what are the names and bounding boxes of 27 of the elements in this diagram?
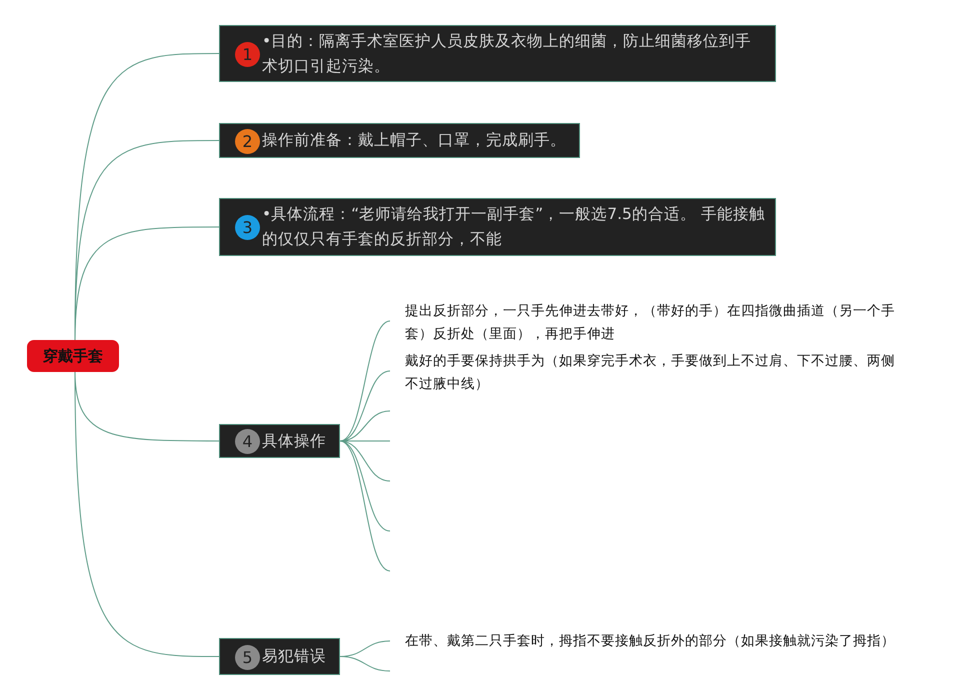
topic-box	[219, 638, 340, 675]
topic-box	[219, 123, 580, 158]
branch-text: 戴好的手要保持拱手为（如果穿完手术衣，手要做到上不过肩、下不过腰、两侧不过腋中线）	[405, 350, 905, 396]
topic-text: •目的：隔离手术室医护人员皮肤及衣物上的细菌，防止细菌移位到手术切口引起污染。	[262, 30, 752, 76]
connector-line	[340, 320, 390, 442]
connector-line	[340, 656, 390, 672]
topic-box	[219, 424, 340, 458]
connector-line	[74, 372, 220, 657]
connector-line	[74, 226, 220, 340]
topic-text: 易犯错误	[262, 646, 327, 667]
number-badge: 4	[235, 429, 260, 454]
topic-text: 具体操作	[262, 430, 327, 452]
number-badge: 1	[235, 42, 260, 66]
connector-line	[340, 440, 390, 482]
connector-line	[340, 440, 390, 532]
number-badge: 2	[235, 128, 260, 154]
branch-text: 提出反折部分，一只手先伸进去带好，（带好的手）在四指微曲插道（另一个手套）反折处（里面），再把手伸进	[405, 300, 905, 346]
topic-box	[219, 198, 776, 256]
number-badge: 5	[235, 644, 260, 670]
topic-text: 操作前准备：戴上帽子、口罩，完成刷手。	[262, 130, 567, 151]
branch-text: 在带、戴第二只手套时，拇指不要接触反折外的部分（如果接触就污染了拇指）	[405, 630, 905, 653]
number-badge: 3	[235, 215, 260, 240]
connector-line	[340, 370, 390, 442]
topic-box	[219, 25, 776, 82]
topic-text: •具体流程：“老师请给我打开一副手套”，一般选7.5的合适。 手能接触的仅仅只有手套的反折部分，不能	[262, 204, 766, 250]
connector-line	[340, 440, 390, 572]
root-topic: 穿戴手套	[27, 340, 119, 372]
